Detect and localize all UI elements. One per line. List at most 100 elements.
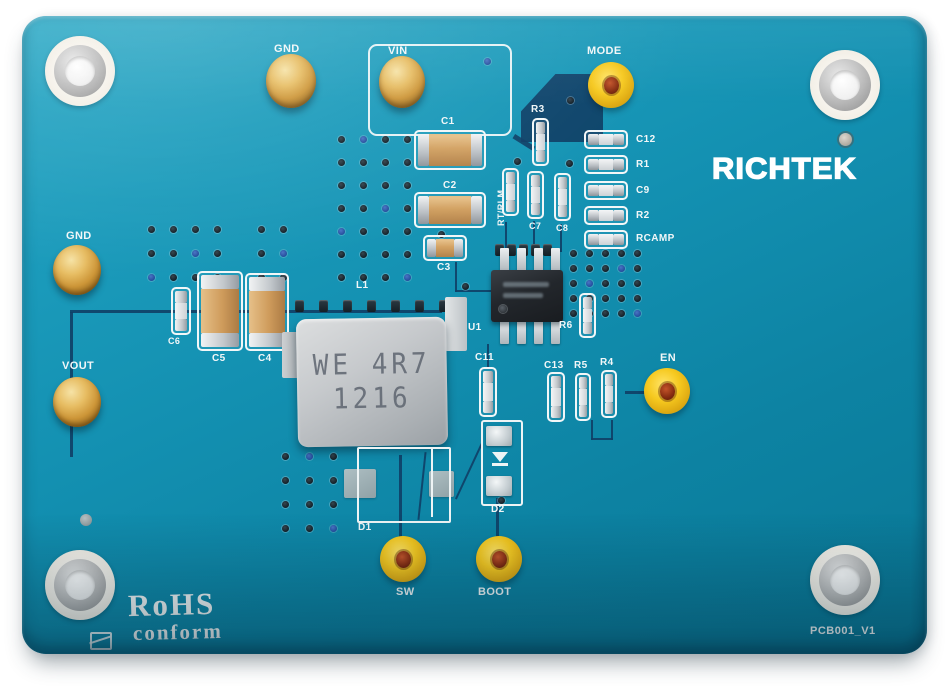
ic-marking-blur bbox=[503, 293, 543, 298]
cap-body bbox=[599, 234, 613, 245]
trace-ic-c11 bbox=[487, 344, 489, 368]
ic-pin bbox=[517, 320, 526, 344]
hole-bore bbox=[830, 70, 860, 100]
resistor-r6 bbox=[579, 293, 596, 338]
cap-body bbox=[536, 134, 545, 150]
cap-terminal bbox=[605, 374, 613, 386]
rohs-text: RoHS bbox=[127, 585, 216, 624]
cap-body bbox=[599, 134, 613, 145]
diode-d1-cathode-band bbox=[431, 449, 433, 517]
cap-body bbox=[429, 196, 471, 224]
label-c3: C3 bbox=[437, 262, 451, 273]
cap-body bbox=[175, 303, 187, 319]
cap-terminal bbox=[536, 122, 545, 134]
mounting-hole-top-left bbox=[45, 36, 115, 106]
capacitor-c7 bbox=[527, 171, 544, 219]
cap-terminal bbox=[588, 234, 599, 245]
mounting-hole-bottom-left bbox=[45, 550, 115, 620]
testpoint-vout bbox=[53, 377, 101, 427]
label-c12: C12 bbox=[636, 134, 656, 145]
testpoint-hole bbox=[660, 383, 675, 400]
inductor-pad-right bbox=[445, 297, 467, 351]
mounting-hole-bottom-right bbox=[810, 545, 880, 615]
fiducial-dot bbox=[839, 133, 852, 146]
testpoint-gnd-left bbox=[53, 245, 101, 295]
label-c5: C5 bbox=[212, 353, 226, 364]
cap-terminal bbox=[551, 376, 561, 388]
capacitor-c4 bbox=[245, 273, 289, 351]
cap-terminal bbox=[579, 377, 587, 389]
gray-via-dot bbox=[80, 514, 92, 526]
resistor-rcamp bbox=[584, 230, 628, 249]
inductor-marking-line2: 1216 bbox=[332, 381, 412, 417]
cap-terminal bbox=[558, 205, 567, 217]
cap-terminal bbox=[201, 333, 239, 347]
diode-d1-pad-left bbox=[344, 469, 376, 498]
ic-pin bbox=[517, 248, 526, 272]
cap-terminal bbox=[605, 402, 613, 414]
trace-r4-loop-right bbox=[611, 420, 613, 440]
resistor-rt-rlm bbox=[502, 168, 519, 216]
label-c2: C2 bbox=[443, 180, 457, 191]
diode-d1-silkscreen bbox=[357, 447, 451, 523]
trace-c3-ic bbox=[455, 290, 491, 292]
cap-terminal bbox=[249, 333, 285, 347]
diode-symbol-bar bbox=[492, 463, 508, 466]
cap-body bbox=[551, 388, 561, 406]
cap-terminal bbox=[588, 134, 599, 145]
capacitor-c5 bbox=[197, 271, 243, 351]
label-c13: C13 bbox=[544, 360, 564, 371]
cap-terminal bbox=[613, 185, 624, 196]
cap-body bbox=[249, 291, 285, 333]
label-d1: D1 bbox=[358, 522, 372, 533]
cap-body bbox=[599, 159, 613, 170]
cap-terminal bbox=[506, 172, 515, 184]
label-r6: R6 bbox=[559, 320, 573, 331]
cap-body bbox=[531, 187, 540, 203]
cap-terminal bbox=[201, 275, 239, 289]
cap-terminal bbox=[613, 210, 624, 221]
trace-en bbox=[625, 391, 649, 394]
label-r4: R4 bbox=[600, 357, 614, 368]
cap-terminal bbox=[613, 159, 624, 170]
ic-pin bbox=[534, 320, 543, 344]
label-rcamp: RCAMP bbox=[636, 233, 675, 244]
label-r2: R2 bbox=[636, 210, 650, 221]
hole-bore bbox=[830, 565, 860, 595]
cap-body bbox=[558, 189, 567, 205]
capacitor-c9 bbox=[584, 181, 628, 200]
label-c9: C9 bbox=[636, 185, 650, 196]
cap-terminal bbox=[427, 239, 436, 257]
inductor-l1: WE 4R7 1216 bbox=[295, 316, 449, 448]
label-l1: L1 bbox=[356, 280, 369, 291]
cap-terminal bbox=[175, 319, 187, 331]
cap-terminal bbox=[483, 401, 493, 413]
cap-terminal bbox=[418, 196, 429, 224]
label-gnd-top: GND bbox=[274, 43, 300, 55]
testpoint-sw bbox=[380, 536, 426, 582]
diode-d2-pad-bottom bbox=[486, 476, 512, 496]
label-c11: C11 bbox=[475, 352, 494, 363]
resistor-r5 bbox=[575, 373, 591, 421]
label-u1: U1 bbox=[468, 322, 482, 333]
cap-body bbox=[579, 389, 587, 405]
cap-terminal bbox=[531, 203, 540, 215]
mounting-hole-top-right bbox=[810, 50, 880, 120]
capacitor-c1 bbox=[414, 130, 486, 170]
testpoint-hole bbox=[492, 551, 507, 568]
diode-d2-pad-top bbox=[486, 426, 512, 446]
cap-terminal bbox=[583, 297, 592, 309]
cap-terminal bbox=[536, 150, 545, 162]
cap-terminal bbox=[588, 159, 599, 170]
ic-marking-blur bbox=[503, 282, 549, 287]
ic-pin bbox=[551, 320, 560, 344]
testpoint-gnd-top bbox=[266, 54, 316, 108]
trace-r4-loop-bottom bbox=[591, 438, 613, 440]
label-sw: SW bbox=[396, 586, 415, 598]
capacitor-c3 bbox=[423, 235, 467, 261]
cap-body bbox=[436, 239, 454, 257]
pcb-board bbox=[22, 16, 927, 654]
cap-body bbox=[599, 210, 613, 221]
label-r5: R5 bbox=[574, 360, 588, 371]
label-vin: VIN bbox=[388, 45, 408, 57]
